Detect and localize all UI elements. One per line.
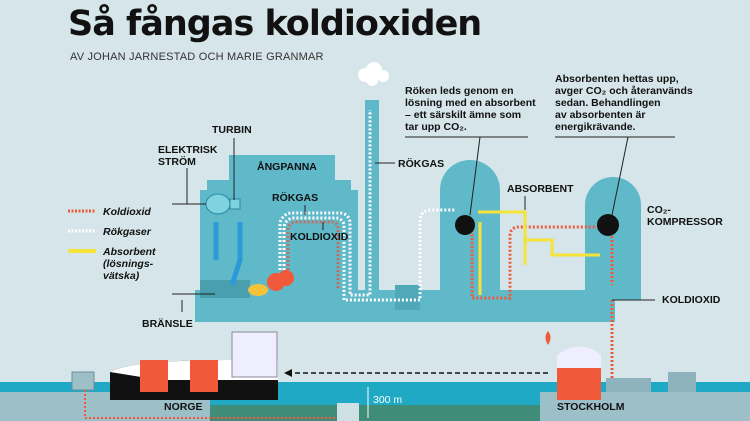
note-line: sedan. Behandlingen <box>555 97 661 109</box>
legend-absorbent: Absorbent <box>102 246 156 258</box>
arrow-head-icon <box>284 369 292 377</box>
note-line: – ett särskilt ämne som <box>405 109 521 121</box>
stripper-burst-icon <box>597 214 619 236</box>
steam-pipes <box>213 222 243 286</box>
label-absorbent: ABSORBENT <box>507 183 574 195</box>
flue-gas-flow <box>278 110 372 297</box>
pipeline <box>84 390 337 419</box>
flame-icon <box>248 270 294 296</box>
label-turbin: TURBIN <box>212 124 252 136</box>
fuel-inlet <box>200 280 250 298</box>
label-electric-1: ELEKTRISK <box>158 144 218 156</box>
legend-absorbent-3: vätska) <box>103 270 140 282</box>
legend-absorbent-2: (lösnings- <box>103 258 154 270</box>
terminal-icon <box>71 371 95 391</box>
note-line: energikrävande. <box>555 121 636 133</box>
ship-icon <box>110 331 278 400</box>
pipe-valve-icon <box>337 403 359 421</box>
building-icon <box>668 372 696 392</box>
note-line: av absorbenten är <box>555 109 645 121</box>
flue-to-absorber <box>282 208 455 302</box>
leader-lines <box>172 136 675 312</box>
legend: Koldioxid Rökgaser Absorbent (lösnings- … <box>68 206 156 282</box>
note-line: avger CO₂ och återanvänds <box>555 85 693 97</box>
factory-icon <box>606 378 651 392</box>
turbine-icon <box>205 193 241 215</box>
note-stripper: Absorbenten hettas upp, avger CO₂ och åt… <box>555 73 693 133</box>
label-kompressor-1: CO₂- <box>647 204 671 216</box>
label-kompressor-2: KOMPRESSOR <box>647 216 723 228</box>
note-line: Röken leds genom en <box>405 85 514 97</box>
label-koldioxid-boiler: KOLDIOXID <box>290 231 349 243</box>
label-norge: NORGE <box>164 401 203 413</box>
absorber-burst-icon <box>455 215 475 235</box>
co2-flow-boiler <box>286 220 340 290</box>
note-line: Absorbenten hettas upp, <box>555 73 679 85</box>
byline: AV JOHAN JARNESTAD OCH MARIE GRANMAR <box>70 51 324 63</box>
storage-tank-icon <box>557 346 601 400</box>
droplet-icon <box>545 331 551 345</box>
legend-co2: Koldioxid <box>103 206 151 218</box>
legend-flue: Rökgaser <box>103 226 152 238</box>
label-angpanna: ÅNGPANNA <box>257 160 317 173</box>
label-rokgas-boiler: RÖKGAS <box>272 191 318 204</box>
note-absorber: Röken leds genom en lösning med en absor… <box>405 85 536 133</box>
note-line: tar upp CO₂. <box>405 121 467 133</box>
label-rokgas-chimney: RÖKGAS <box>398 157 444 170</box>
note-line: lösning med en absorbent <box>405 97 536 109</box>
label-koldioxid-out: KOLDIOXID <box>662 294 721 306</box>
absorbent-flow <box>478 210 600 295</box>
page-title: Så fångas koldioxiden <box>68 4 482 44</box>
smoke-cloud-icon <box>358 62 389 86</box>
label-bransle: BRÄNSLE <box>142 317 193 330</box>
label-depth: 300 m <box>373 394 402 406</box>
label-electric-2: STRÖM <box>158 155 196 168</box>
label-stockholm: STOCKHOLM <box>557 401 625 413</box>
